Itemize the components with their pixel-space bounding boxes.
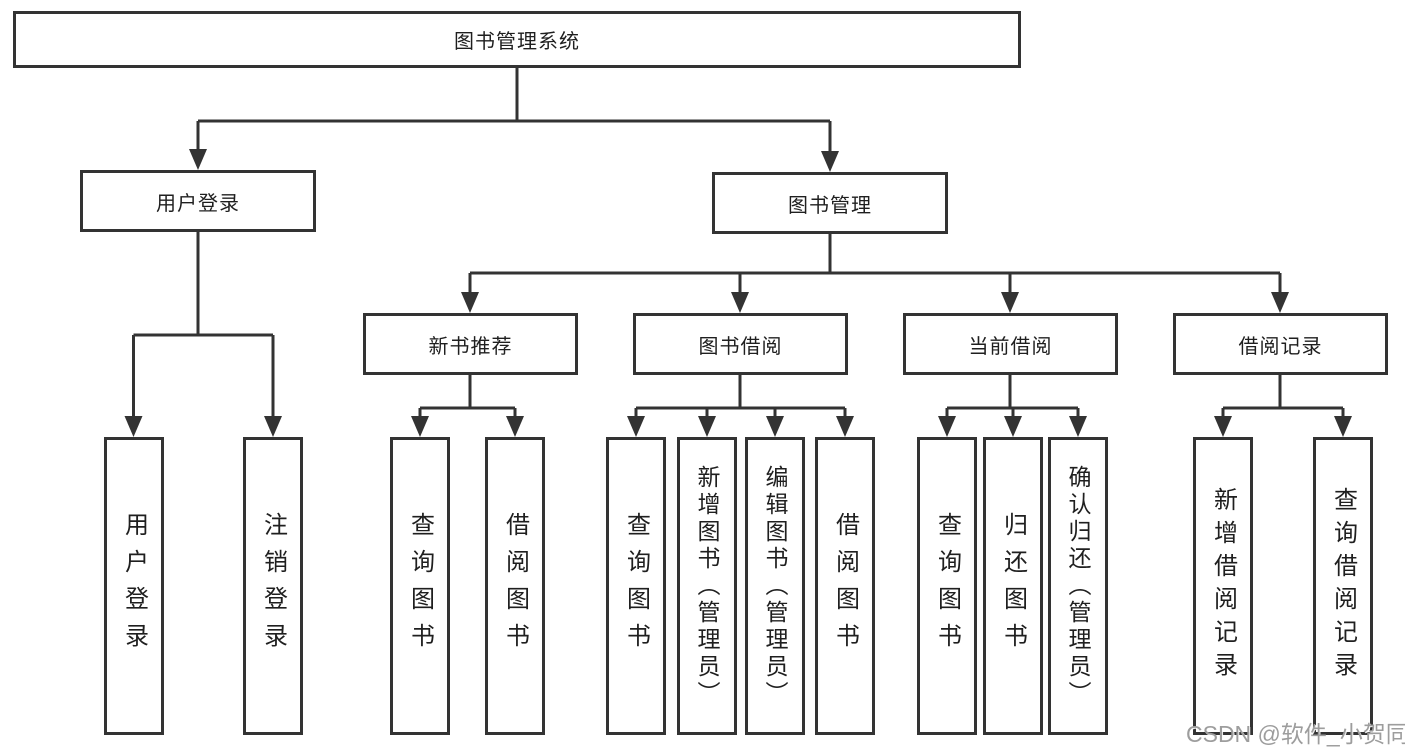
connector-current-borrowing-to-leaves [945,375,1080,417]
node-label: 新增图书（管理员） [694,464,720,708]
leaf-query-books-borrowing: 查询图书 [606,437,666,735]
connector-book-borrowing-to-leaves [634,375,847,417]
node-new-book-recommend: 新书推荐 [363,313,578,375]
arrowheads-new-book-recommend-to-leaves [411,416,524,437]
node-user-login: 用户登录 [80,170,316,232]
arrowheads-book-management-to-level3 [461,292,1289,313]
node-label: 归还图书 [999,512,1027,660]
node-book-borrowing: 图书借阅 [633,313,848,375]
leaf-query-books-current: 查询图书 [917,437,977,735]
node-label: 借阅图书 [831,512,859,660]
connector-root-to-level2 [196,68,832,153]
node-label: 查询图书 [933,512,961,660]
node-label: 用户登录 [120,512,148,660]
node-label: 查询图书 [406,512,434,660]
leaf-query-books-recommend: 查询图书 [390,437,450,735]
node-label: 新增借阅记录 [1209,487,1237,685]
arrowheads-user-login-to-leaves [124,416,282,437]
leaf-logout: 注销登录 [243,437,303,735]
node-label: 借阅记录 [1238,335,1323,358]
node-label: 编辑图书（管理员） [762,464,788,708]
connector-book-management-to-level3 [468,234,1282,293]
arrowheads-root-to-level2 [189,149,839,172]
node-label: 当前借阅 [968,335,1053,358]
node-label: 查询借阅记录 [1329,487,1357,685]
leaf-edit-books-admin: 编辑图书（管理员） [745,437,805,735]
node-current-borrowing: 当前借阅 [903,313,1118,375]
leaf-user-login: 用户登录 [104,437,164,735]
arrowheads-borrowing-records-to-leaves [1214,416,1352,437]
node-label: 新书推荐 [428,335,513,358]
arrowheads-current-borrowing-to-leaves [938,416,1087,437]
node-book-management-system: 图书管理系统 [13,11,1021,68]
node-label: 图书管理系统 [454,31,580,53]
leaf-return-books: 归还图书 [983,437,1043,735]
node-label: 图书管理 [788,194,872,217]
node-label: 确认归还（管理员） [1065,464,1091,708]
node-label: 借阅图书 [501,512,529,660]
leaf-add-books-admin: 新增图书（管理员） [677,437,737,735]
leaf-borrow-books-borrowing: 借阅图书 [815,437,875,735]
arrowheads-book-borrowing-to-leaves [627,416,854,437]
connector-borrowing-records-to-leaves [1221,375,1345,417]
node-label: 用户登录 [156,192,240,215]
node-label: 注销登录 [259,512,287,660]
leaf-add-borrow-record: 新增借阅记录 [1193,437,1253,735]
leaf-confirm-return-admin: 确认归还（管理员） [1048,437,1108,735]
node-label: 查询图书 [622,512,650,660]
connector-new-book-recommend-to-leaves [418,375,517,417]
node-label: 图书借阅 [698,335,783,358]
leaf-query-borrow-record: 查询借阅记录 [1313,437,1373,735]
node-book-management: 图书管理 [712,172,948,234]
node-borrowing-records: 借阅记录 [1173,313,1388,375]
connector-user-login-to-leaves [132,232,275,417]
csdn-watermark: CSDN @软件_小贺同学 [1186,721,1405,747]
leaf-borrow-books-recommend: 借阅图书 [485,437,545,735]
